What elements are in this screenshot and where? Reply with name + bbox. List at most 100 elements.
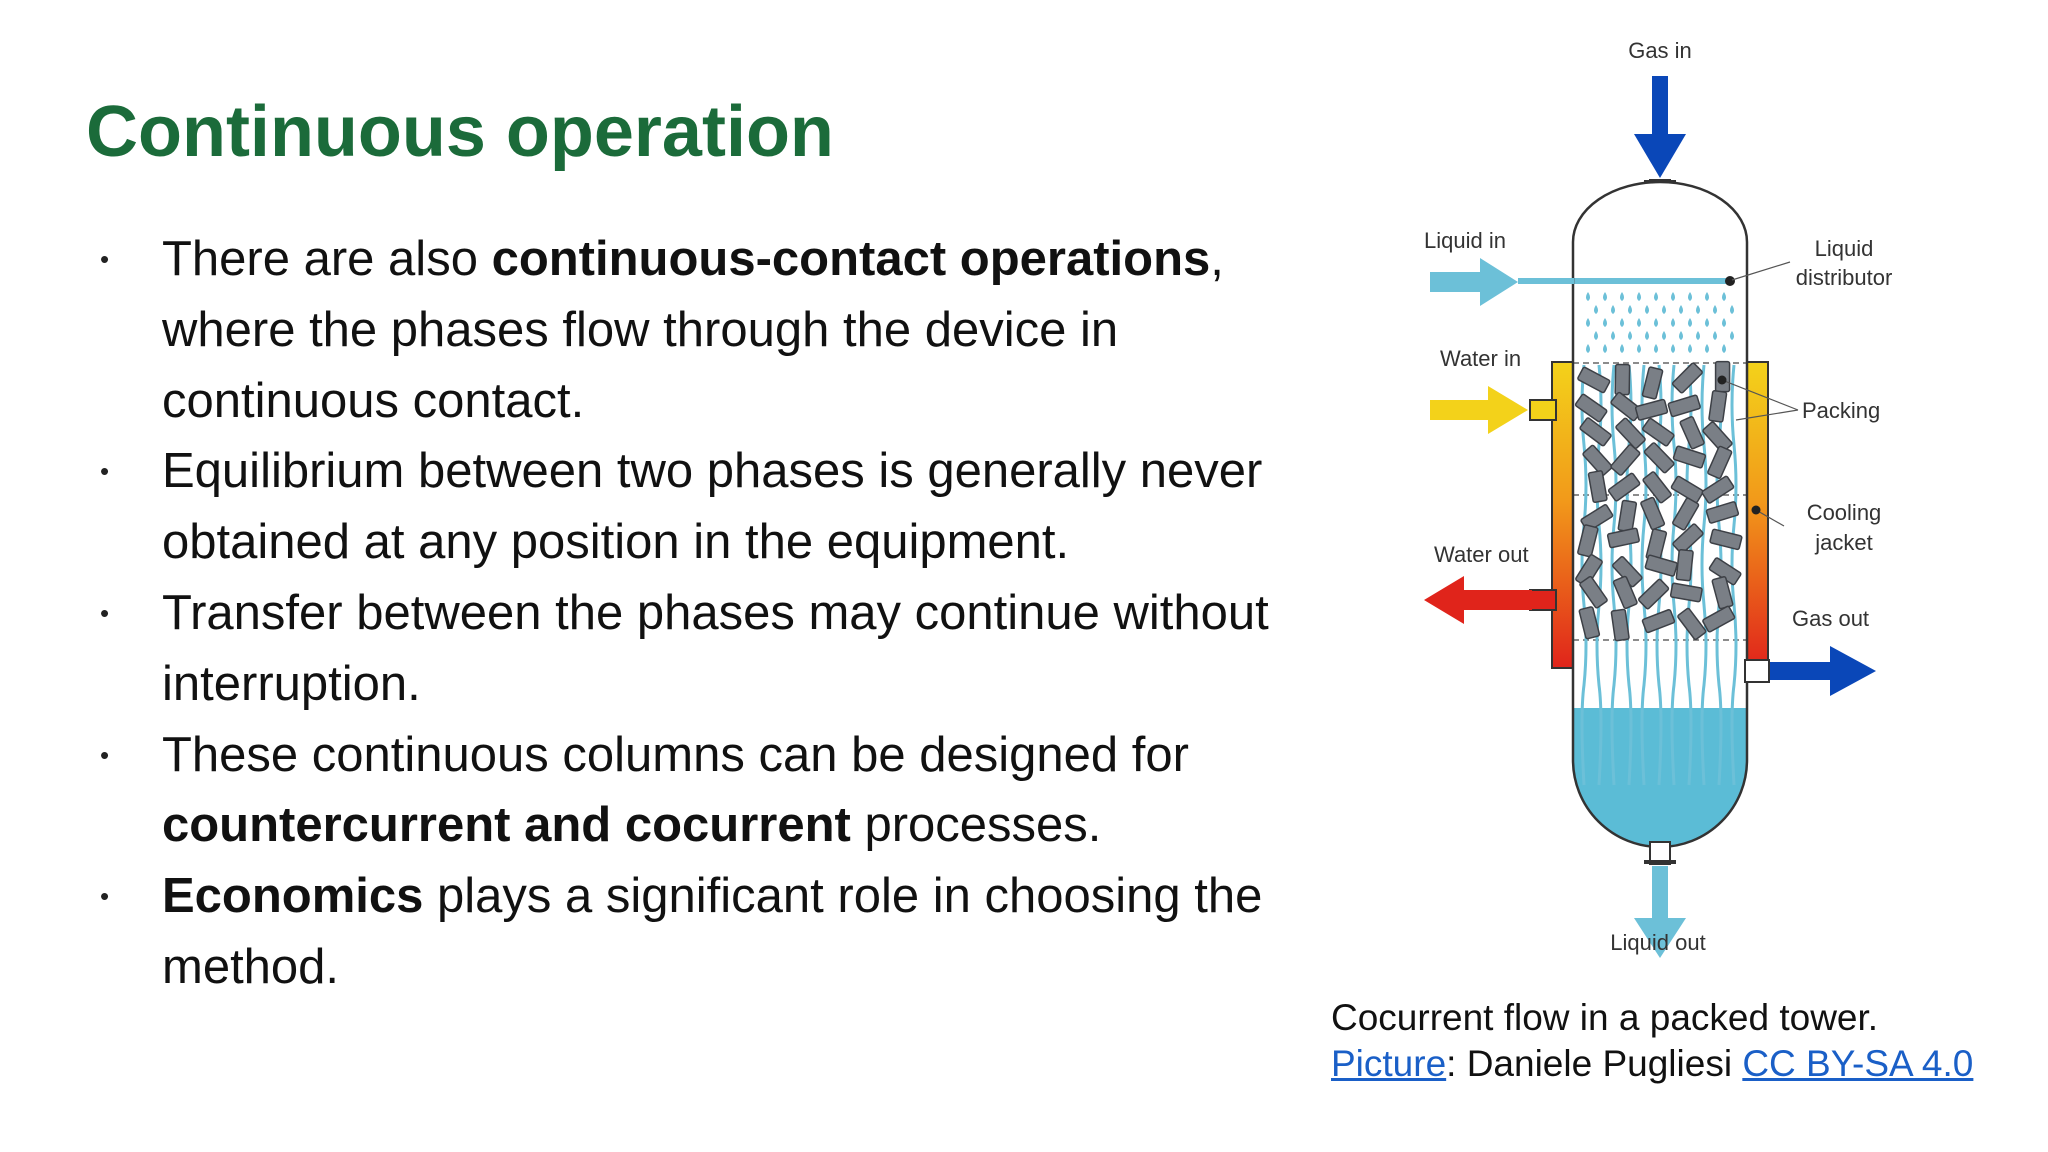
droplet <box>1662 305 1666 314</box>
packed-tower-svg: Gas in Liquid in Liquid distributor Wate… <box>1424 38 1893 958</box>
droplet <box>1730 305 1734 314</box>
packing-ring <box>1643 442 1675 474</box>
packing-ring <box>1615 417 1646 449</box>
packing-ring <box>1672 523 1704 554</box>
bullet-marker: • <box>100 739 110 770</box>
packing-ring <box>1642 417 1675 447</box>
droplet <box>1671 318 1675 327</box>
bullet-item: • These continuous columns can be designe… <box>100 720 1300 862</box>
tower-shell <box>1571 180 1749 849</box>
droplet <box>1628 305 1632 314</box>
bullet-item: • Transfer between the phases may continu… <box>100 578 1300 720</box>
caption-line-2: Picture: Daniele Pugliesi CC BY-SA 4.0 <box>1331 1041 2031 1087</box>
caption-line-1: Cocurrent flow in a packed tower. <box>1331 997 1879 1038</box>
license-link[interactable]: CC BY-SA 4.0 <box>1742 1043 1974 1084</box>
droplet <box>1611 305 1615 314</box>
packing-ring <box>1638 578 1670 610</box>
packing-ring <box>1671 362 1703 394</box>
label-water-in: Water in <box>1440 346 1521 371</box>
packing-ring <box>1707 445 1733 480</box>
packing-ring <box>1577 524 1599 558</box>
bullet-text: There are also <box>162 232 492 286</box>
liquid-in-arrow <box>1430 258 1574 306</box>
droplet <box>1688 292 1692 301</box>
bullet-list: •There are also continuous-contact opera… <box>100 224 1300 1003</box>
packing-ring <box>1677 607 1707 641</box>
bullet-marker: • <box>100 597 110 628</box>
packing-ring <box>1582 444 1613 477</box>
droplet <box>1620 318 1624 327</box>
label-liquid-distributor-2: distributor <box>1796 265 1893 290</box>
packing-ring <box>1579 575 1608 609</box>
droplet <box>1637 344 1641 353</box>
slide-title: Continuous operation <box>86 92 834 172</box>
droplet <box>1705 292 1709 301</box>
droplet <box>1637 292 1641 301</box>
packing-ring <box>1679 416 1705 450</box>
liquid-droplets <box>1586 292 1734 353</box>
packing-ring <box>1672 445 1707 469</box>
bullet-item: •Equilibrium between two phases is gener… <box>100 436 1300 578</box>
bullet-text: Equilibrium between two phases is genera… <box>162 444 1263 570</box>
label-gas-in: Gas in <box>1628 38 1692 63</box>
packing-ring <box>1610 444 1641 476</box>
droplet <box>1654 318 1658 327</box>
label-gas-out: Gas out <box>1792 606 1869 631</box>
label-cooling-jacket-2: jacket <box>1814 530 1872 555</box>
label-liquid-out: Liquid out <box>1610 930 1705 955</box>
droplet <box>1586 344 1590 353</box>
packing-ring <box>1641 366 1664 400</box>
packing-ring <box>1607 472 1641 502</box>
tower-interior <box>1573 182 1747 847</box>
droplet <box>1722 318 1726 327</box>
packing-ring <box>1610 608 1630 642</box>
droplet <box>1586 292 1590 301</box>
packing-ring <box>1606 527 1640 549</box>
droplet <box>1705 344 1709 353</box>
droplet <box>1730 331 1734 340</box>
droplet <box>1654 292 1658 301</box>
droplet <box>1637 318 1641 327</box>
bullet-bold-text: countercurrent and cocurrent <box>162 798 851 853</box>
droplet <box>1628 331 1632 340</box>
droplet <box>1603 344 1607 353</box>
packed-tower-diagram: Gas in Liquid in Liquid distributor Wate… <box>1400 30 1900 980</box>
bullet-text: These continuous columns can be designed… <box>162 727 1189 782</box>
packing-ring <box>1705 501 1740 524</box>
packing-ring <box>1578 606 1601 640</box>
droplet <box>1713 305 1717 314</box>
bullet-text: plays a significant role in choosing the… <box>162 869 1263 994</box>
droplet <box>1679 305 1683 314</box>
leader-lines <box>1721 261 1799 527</box>
picture-link[interactable]: Picture <box>1331 1043 1447 1084</box>
bullet-marker: • <box>100 244 110 274</box>
packing-ring <box>1701 475 1735 504</box>
droplet <box>1705 318 1709 327</box>
bullet-text: , where the phases flow through the devi… <box>162 232 1224 428</box>
droplet <box>1688 318 1692 327</box>
droplet <box>1696 331 1700 340</box>
droplet <box>1722 344 1726 353</box>
droplet <box>1603 292 1607 301</box>
packing-ring <box>1669 582 1703 603</box>
droplet <box>1611 331 1615 340</box>
droplet <box>1594 305 1598 314</box>
packing-ring <box>1634 398 1669 421</box>
packing-ring <box>1644 554 1678 577</box>
droplet <box>1671 292 1675 301</box>
bullet-marker: • <box>100 881 110 912</box>
packing-ring <box>1642 471 1672 504</box>
packing-rings <box>1574 360 1743 642</box>
packing-ring <box>1667 394 1701 418</box>
label-liquid-distributor-1: Liquid <box>1815 236 1874 261</box>
bullet-text: Transfer between the phases may continue… <box>162 585 1269 711</box>
droplet <box>1603 318 1607 327</box>
packing-ring <box>1612 556 1643 588</box>
packing-ring <box>1579 417 1612 447</box>
bullet-bold-text: Economics <box>162 869 424 924</box>
caption-author: : Daniele Pugliesi <box>1446 1043 1743 1084</box>
droplet <box>1713 331 1717 340</box>
droplet <box>1645 331 1649 340</box>
water-in-arrow <box>1430 386 1528 434</box>
